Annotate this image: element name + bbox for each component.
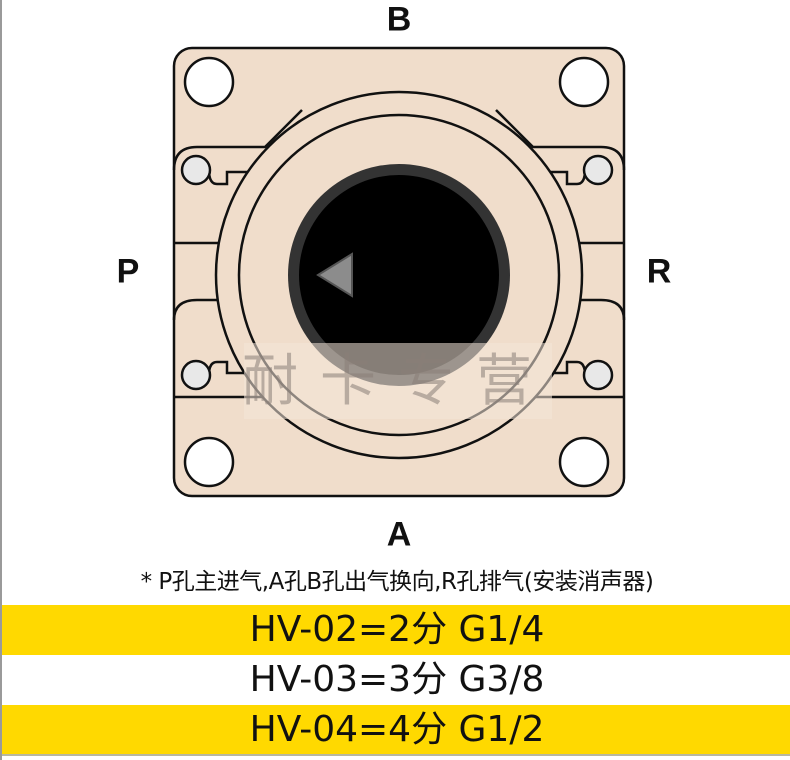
knob [299,175,499,375]
divider [2,754,790,756]
model-row-hv03: HV-03=3分 G3/8 [2,655,790,705]
port-hole [180,154,212,186]
triangle-left-icon [316,252,353,298]
port-hole [582,359,614,391]
port-usage-note: * P孔主进气,A孔B孔出气换向,R孔排气(安装消声器) [140,569,654,595]
port-label-b: B [386,0,412,39]
port-hole [180,359,212,391]
port-label-a: A [386,515,412,554]
port-label-r: R [646,252,672,291]
watermark-band [244,343,552,419]
model-row-hv04: HV-04=4分 G1/2 [2,705,790,755]
model-row-hv02: HV-02=2分 G1/4 [2,605,790,655]
mounting-hole [183,56,235,108]
mounting-hole [558,436,610,488]
watermark: 耐卡专营 [242,349,554,414]
mounting-hole [183,436,235,488]
mounting-hole [558,56,610,108]
port-label-p: P [116,252,140,291]
valve-diagram: 耐卡专营 [172,46,626,498]
port-hole [582,154,614,186]
